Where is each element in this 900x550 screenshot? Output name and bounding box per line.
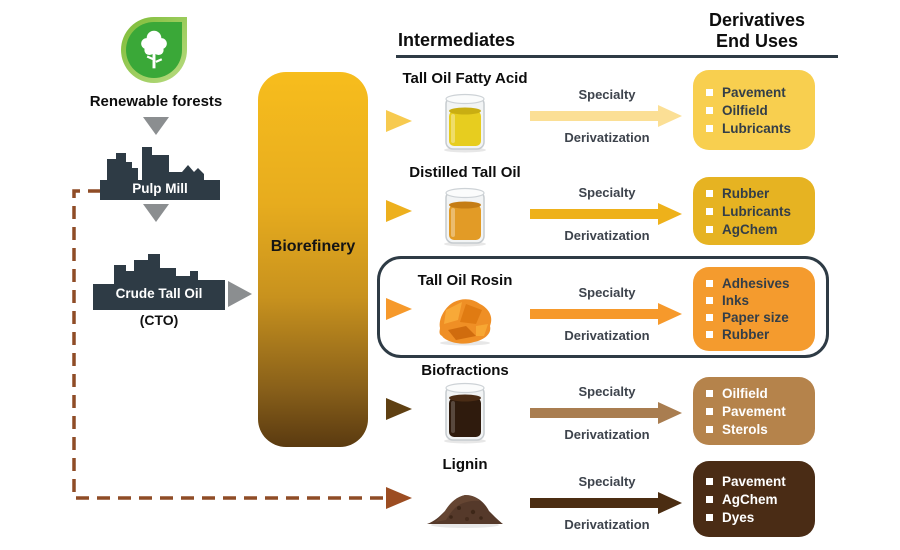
pulp-mill-node: Pulp Mill: [100, 144, 220, 200]
derivatives-header: Derivatives End Uses: [687, 10, 827, 52]
powder-pile-icon: [425, 474, 505, 534]
intermediate-label: Biofractions: [421, 362, 509, 379]
end-use-item: Rubber: [722, 327, 770, 342]
header-underline: [396, 55, 838, 58]
derivatization-arrow-icon: [528, 303, 686, 325]
tree-icon: [126, 22, 182, 78]
end-use-item: Pavement: [722, 403, 786, 419]
end-use-item: Inks: [722, 293, 750, 308]
bullet-icon: [706, 495, 713, 503]
process-arrow: Specialty Derivatization: [528, 475, 686, 531]
bullet-icon: [706, 425, 713, 433]
flow-row-lignin: Lignin Specialty Derivatization Pavement…: [0, 448, 900, 550]
flow-row-tall-oil-fatty-acid: Tall Oil Fatty Acid Specialty Derivatiza…: [0, 64, 900, 168]
rosin-highlight-frame: [377, 256, 829, 358]
bullet-icon: [706, 207, 713, 215]
process-arrow: Specialty Derivatization: [528, 186, 686, 242]
intermediate-label: Lignin: [442, 456, 488, 473]
intermediate-label: Distilled Tall Oil: [409, 164, 521, 181]
flow-row-tall-oil-rosin: Tall Oil Rosin Specialty Derivatization …: [0, 250, 900, 354]
derivatization-label: Derivatization: [564, 130, 650, 145]
end-use-item: Sterols: [722, 421, 768, 437]
rosin-chunk-icon: [432, 290, 498, 351]
flow-pointer-icon: [386, 298, 412, 320]
derivatization-arrow-icon: [528, 203, 686, 225]
biorefinery-label: Biorefinery: [270, 238, 356, 255]
derivatization-label: Derivatization: [564, 328, 650, 343]
bullet-icon: [706, 331, 713, 338]
end-use-item: AgChem: [722, 221, 778, 237]
down-arrow-icon: [143, 117, 169, 135]
end-uses-box: Pavement AgChem Dyes: [693, 461, 815, 537]
end-use-item: Oilfield: [722, 102, 768, 118]
bullet-icon: [706, 189, 713, 197]
derivatization-label: Derivatization: [564, 427, 650, 442]
derivatization-arrow-icon: [528, 105, 686, 127]
process-arrow: Specialty Derivatization: [528, 385, 686, 441]
bullet-icon: [706, 280, 713, 287]
bullet-icon: [706, 477, 713, 485]
end-use-item: AgChem: [722, 491, 778, 507]
crude-tall-oil-label: Crude Tall Oil: [115, 286, 203, 301]
pulp-mill-label: Pulp Mill: [132, 181, 188, 196]
bullet-icon: [706, 297, 713, 304]
derivatization-arrow-icon: [528, 402, 686, 424]
specialty-label: Specialty: [578, 87, 636, 102]
process-arrow: Specialty Derivatization: [528, 88, 686, 144]
beaker-amber-oil-icon: [438, 185, 492, 252]
derivatization-label: Derivatization: [564, 517, 650, 532]
end-uses-box: Rubber Lubricants AgChem: [693, 177, 815, 245]
intermediates-header: Intermediates: [398, 30, 516, 50]
specialty-label: Specialty: [578, 384, 636, 399]
end-use-item: Dyes: [722, 509, 755, 525]
bullet-icon: [706, 407, 713, 415]
end-uses-box: Oilfield Pavement Sterols: [693, 377, 815, 445]
end-uses-box: Adhesives Inks Paper size Rubber: [693, 267, 815, 351]
derivatives-header-line2: End Uses: [715, 31, 799, 52]
end-use-item: Oilfield: [722, 385, 768, 401]
flow-pointer-icon: [386, 200, 412, 222]
flow-pointer-icon: [386, 398, 412, 420]
cto-sublabel: (CTO): [139, 312, 179, 328]
end-use-item: Adhesives: [722, 276, 790, 291]
flow-row-distilled-tall-oil: Distilled Tall Oil Specialty Derivatizat…: [0, 158, 900, 262]
bullet-icon: [706, 389, 713, 397]
flow-pointer-icon: [386, 110, 412, 132]
forest-label: Renewable forests: [89, 93, 223, 110]
bullet-icon: [706, 314, 713, 321]
right-arrow-icon: [228, 281, 252, 307]
biorefinery-bar: Biorefinery: [258, 72, 368, 447]
crude-tall-oil-node: Crude Tall Oil: [93, 252, 225, 310]
intermediate-label: Tall Oil Rosin: [417, 272, 513, 289]
end-use-item: Pavement: [722, 473, 786, 489]
factory-icon: [93, 254, 225, 310]
end-use-item: Pavement: [722, 84, 786, 100]
bullet-icon: [706, 88, 713, 96]
bullet-icon: [706, 225, 713, 233]
specialty-label: Specialty: [578, 285, 636, 300]
factory-icon: [100, 147, 220, 200]
end-uses-box: Pavement Oilfield Lubricants: [693, 70, 815, 150]
specialty-label: Specialty: [578, 185, 636, 200]
renewable-forest-leaf-icon: [121, 17, 187, 83]
intermediate-label: Tall Oil Fatty Acid: [402, 70, 528, 87]
flow-pointer-icon: [386, 487, 412, 509]
end-use-item: Lubricants: [722, 120, 792, 136]
bullet-icon: [706, 513, 713, 521]
bullet-icon: [706, 106, 713, 114]
beaker-dark-liquid-icon: [438, 380, 492, 449]
derivatization-arrow-icon: [528, 492, 686, 514]
end-use-item: Lubricants: [722, 203, 792, 219]
down-arrow-icon: [143, 204, 169, 222]
specialty-label: Specialty: [578, 474, 636, 489]
derivatives-header-line1: Derivatives: [708, 10, 806, 30]
end-use-item: Paper size: [722, 310, 789, 325]
process-arrow: Specialty Derivatization: [528, 286, 686, 342]
derivatization-label: Derivatization: [564, 228, 650, 243]
end-use-item: Rubber: [722, 185, 770, 201]
flow-row-biofractions: Biofractions Specialty Derivatization Oi…: [0, 354, 900, 458]
beaker-yellow-oil-icon: [438, 91, 492, 158]
bullet-icon: [706, 124, 713, 132]
